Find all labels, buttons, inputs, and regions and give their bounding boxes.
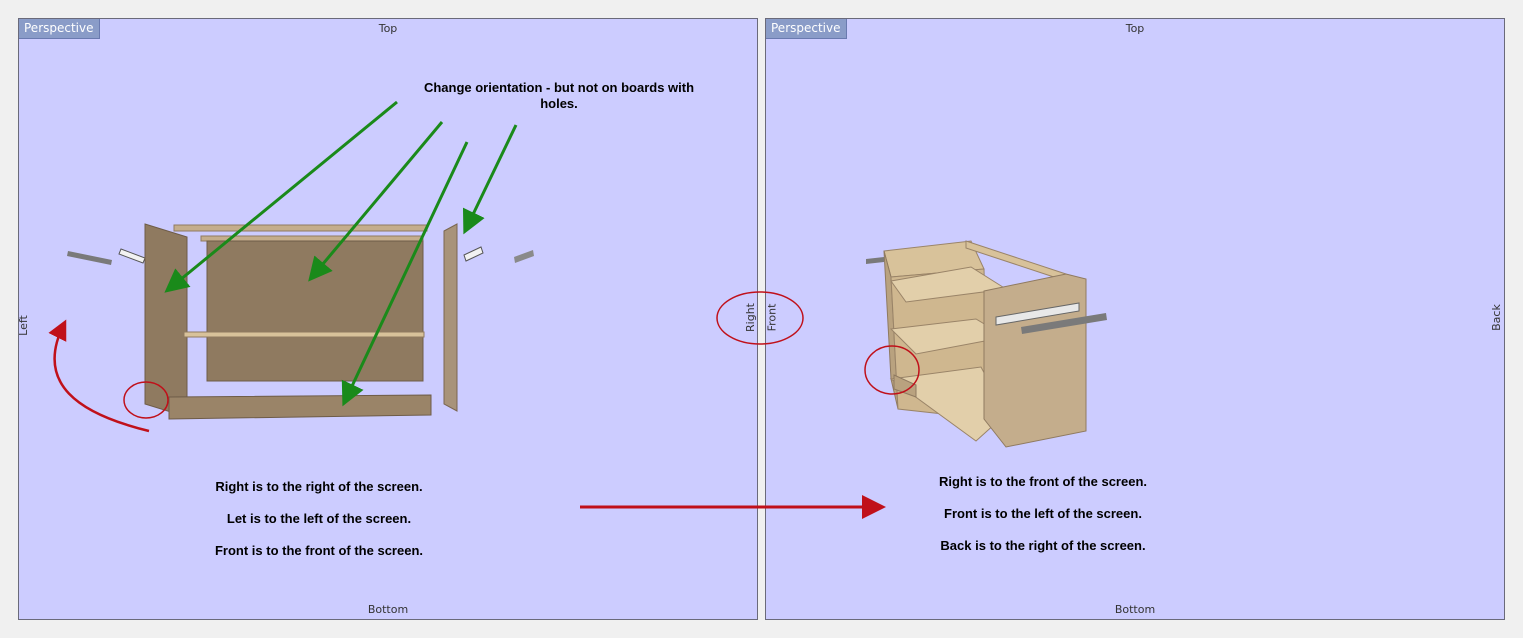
axis-label-bottom: Bottom [367,603,409,616]
hardware-part [67,251,112,265]
orientation-annotation: Change orientation - but not on boards w… [423,80,695,111]
red-circle-marker [716,291,804,345]
axis-label-bottom: Bottom [1114,603,1156,616]
instruction-line: Front is to the left of the screen. [944,506,1142,521]
left-viewport[interactable]: Perspective Top Bottom Left Right [18,18,758,620]
axis-label-top: Top [1125,22,1145,35]
drawer-rail [995,302,1080,326]
instruction-line: Let is to the left of the screen. [226,511,412,526]
axis-label-top: Top [378,22,398,35]
instruction-line: Right is to the front of the screen. [938,474,1147,489]
hardware-part [866,257,884,264]
hardware-part [118,248,146,264]
right-viewport[interactable]: Perspective Top Bottom Front Back Right … [765,18,1505,620]
drawer-rail [1021,313,1107,334]
perspective-button[interactable]: Perspective [766,19,847,39]
cabinet-rotated-model[interactable] [766,19,1505,620]
perspective-button[interactable]: Perspective [19,19,100,39]
hardware-part [514,250,534,263]
instruction-line: Right is to the right of the screen. [215,479,423,494]
instruction-line: Front is to the front of the screen. [214,543,423,558]
instruction-line: Back is to the right of the screen. [940,538,1146,553]
